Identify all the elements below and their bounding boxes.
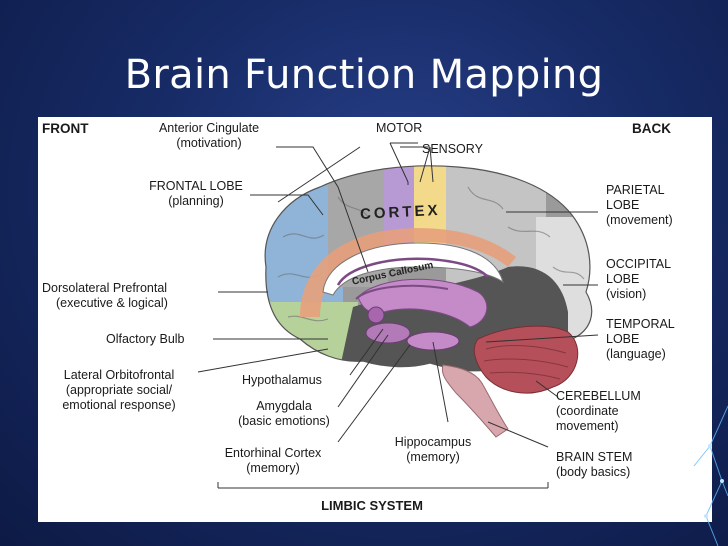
parietal-fn: (movement) [606,213,673,227]
cerebellum-fn-2: movement) [556,419,619,433]
parietal-label-1: PARIETAL [606,183,665,197]
temporal-label-2: LOBE [606,332,640,346]
lateral-orbitofrontal-fn-1: (appropriate social/ [65,383,173,397]
cingulate-region [300,228,516,317]
occipital-label-2: LOBE [606,272,640,286]
limbic-structures [336,257,489,351]
dorsolateral-fn: (executive & logical) [56,296,168,310]
temporal-label-1: TEMPORAL [606,317,675,331]
back-label: BACK [632,121,671,136]
frontal-lobe-label: FRONTAL LOBE [149,179,243,193]
lateral-orbitofrontal-fn-2: emotional response) [62,398,176,412]
front-label: FRONT [42,121,89,136]
olfactory-region [265,302,358,371]
limbic-system-label: LIMBIC SYSTEM [321,498,423,513]
sensory-label: SENSORY [422,142,483,156]
cerebellum-fn-1: (coordinate [556,404,619,418]
frontal-lobe-fn: (planning) [168,194,224,208]
anterior-cingulate-label: Anterior Cingulate [158,121,260,135]
brain-diagram-panel: CORTEX Corpus Callosum [38,117,712,522]
occipital-label-1: OCCIPITAL [606,257,672,271]
brain-stem-label: BRAIN STEM [556,450,633,464]
slide-title: Brain Function Mapping [124,52,604,98]
limbic-bracket [217,482,549,489]
cortex-label: CORTEX [360,202,441,223]
cerebellum-folia [483,345,569,380]
corpus-callosum-shape [322,242,504,296]
brain-stem-region [441,364,509,438]
brain-stem-fn: (body basics) [556,465,631,479]
hippocampus-fn: (memory) [406,450,460,464]
dorsolateral-label: Dorsolateral Prefrontal [42,281,168,295]
motor-label: MOTOR [376,121,423,135]
leader-lines [197,142,599,448]
occipital-fn: (vision) [606,287,647,301]
anterior-cingulate-fn: (motivation) [176,136,242,150]
temporal-fn: (language) [606,347,666,361]
hypothalamus-label: Hypothalamus [242,373,322,387]
hippocampus-label: Hippocampus [394,435,472,449]
olfactory-bulb-label: Olfactory Bulb [106,332,185,346]
entorhinal-label: Entorhinal Cortex [224,446,322,460]
amygdala-fn: (basic emotions) [238,414,330,428]
slide-corner-decoration [693,405,728,546]
parietal-label-2: LOBE [606,198,640,212]
brain-illustration: CORTEX Corpus Callosum [197,142,599,489]
lateral-orbitofrontal-label: Lateral Orbitofrontal [63,368,175,382]
entorhinal-fn: (memory) [246,461,300,475]
cerebellum-label: CEREBELLUM [556,389,641,403]
amygdala-label: Amygdala [256,399,312,413]
